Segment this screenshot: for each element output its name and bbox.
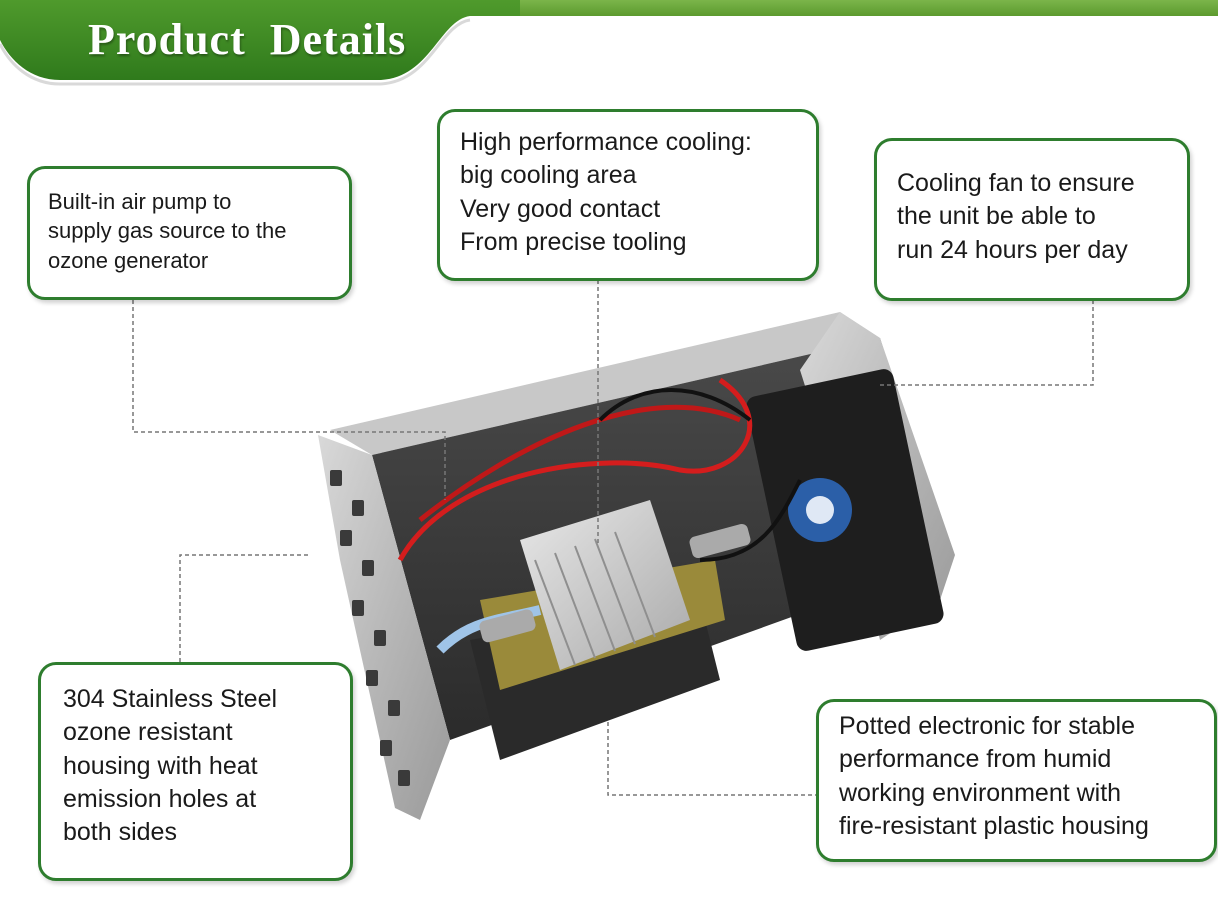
callout-line: High performance cooling:	[460, 128, 752, 156]
callout-line: performance from humid	[839, 745, 1112, 774]
callout-line: Built-in air pump to	[48, 189, 232, 214]
callout-line: From precise tooling	[460, 227, 687, 256]
callout-potted: Potted electronic for stable performance…	[816, 699, 1217, 862]
callout-cooling: High performance cooling: big cooling ar…	[437, 109, 819, 281]
callout-line: big cooling area	[460, 161, 637, 190]
callout-line: Potted electronic for stable	[839, 712, 1135, 740]
page-title: Product Details	[88, 15, 407, 64]
callout-line: Cooling fan to ensure	[897, 169, 1135, 197]
callout-housing: 304 Stainless Steel ozone resistant hous…	[38, 662, 353, 881]
callout-line: Very good contact	[460, 194, 661, 223]
callout-line: ozone resistant	[63, 718, 233, 747]
callout-line: supply gas source to the	[48, 218, 287, 244]
callout-line: both sides	[63, 818, 177, 846]
callout-line: housing with heat	[63, 751, 258, 780]
callout-air-pump: Built-in air pump to supply gas source t…	[27, 166, 352, 300]
callout-line: working environment with	[839, 778, 1122, 807]
callout-line: fire-resistant plastic housing	[839, 811, 1149, 840]
banner-tab	[0, 0, 520, 86]
callout-line: run 24 hours per day	[897, 235, 1128, 264]
callout-line: ozone generator	[48, 247, 209, 273]
callout-fan: Cooling fan to ensure the unit be able t…	[874, 138, 1190, 301]
callout-line: 304 Stainless Steel	[63, 685, 278, 713]
callout-line: emission holes at	[63, 784, 257, 813]
callout-line: the unit be able to	[897, 202, 1096, 231]
